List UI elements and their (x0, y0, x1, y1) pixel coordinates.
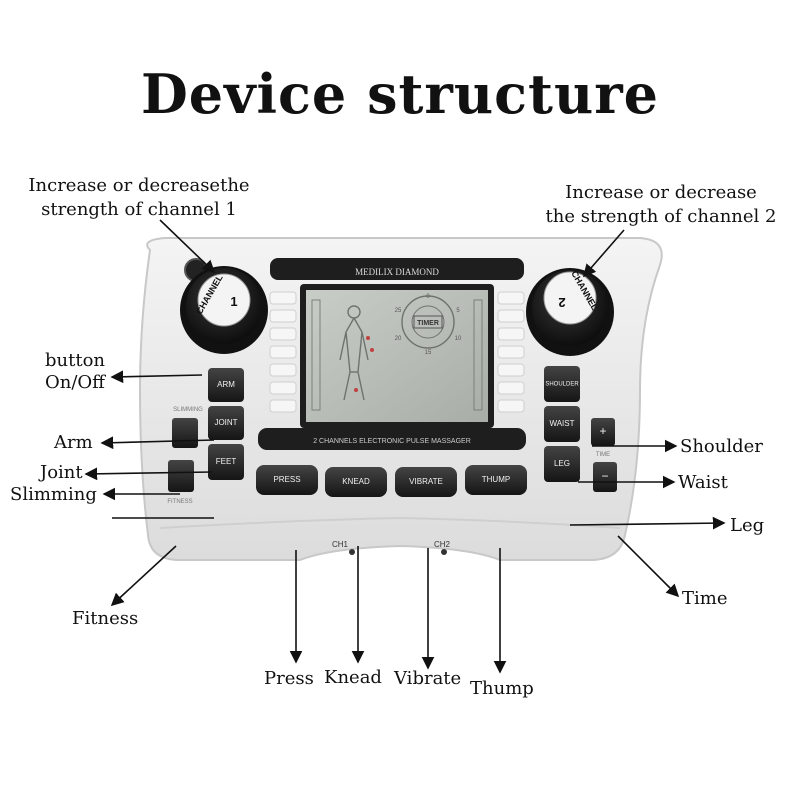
press-callout: Press (264, 668, 314, 689)
leg-button[interactable]: LEG (544, 446, 580, 482)
feet-button[interactable]: FEET (208, 444, 244, 480)
shoulder-button[interactable]: SHOULDER (544, 366, 580, 402)
channel-1-knob[interactable]: CHANNEL 1 (180, 266, 268, 354)
time-callout: Time (682, 588, 728, 609)
feet-button-label: FEET (216, 457, 237, 466)
thump-button-label: THUMP (482, 475, 510, 484)
channel-2-knob[interactable]: CHANNEL 2 (526, 268, 614, 356)
joint-button-label: JOINT (214, 418, 237, 427)
thump-callout: Thump (470, 678, 534, 699)
page-title: Device structure (140, 62, 660, 126)
vibrate-button[interactable]: VIBRATE (395, 467, 457, 497)
brand-name: MEDILIX DIAMOND (355, 267, 439, 277)
side-slots-left (269, 291, 297, 413)
shoulder-button-label: SHOULDER (545, 382, 579, 388)
fitness-caption: FITNESS (167, 499, 192, 505)
timer-tick: 10 (455, 336, 462, 342)
joint-callout: Joint (40, 462, 83, 483)
ch2-jack[interactable] (441, 549, 447, 555)
timer-dial: TIMER 0 5 10 15 20 25 (395, 294, 462, 356)
press-button[interactable]: PRESS (256, 465, 318, 495)
knob-2-number: 2 (558, 295, 565, 310)
onoff-callout-line2: On/Off (45, 372, 105, 393)
timer-tick: 5 (456, 308, 460, 314)
fitness-button[interactable] (168, 460, 194, 492)
knead-button-label: KNEAD (342, 477, 370, 486)
leg-button-label: LEG (554, 459, 570, 468)
leader-lines (84, 219, 726, 674)
leg-callout: Leg (730, 515, 765, 536)
arm-button-label: ARM (217, 380, 235, 389)
waist-button-label: WAIST (549, 419, 574, 428)
vibrate-callout: Vibrate (394, 668, 462, 689)
slimming-button[interactable] (172, 418, 198, 448)
thump-button[interactable]: THUMP (465, 465, 527, 495)
ch1-jack[interactable] (349, 549, 355, 555)
timer-tick: 25 (395, 308, 402, 314)
vibrate-button-label: VIBRATE (409, 477, 443, 486)
knob-1-number: 1 (230, 294, 237, 309)
timer-tick: 15 (425, 350, 432, 356)
ch2-callout-line2: the strength of channel 2 (545, 206, 777, 227)
lcd-screen (306, 290, 488, 422)
slimming-caption: SLIMMING (173, 407, 203, 413)
ch2-callout-line1: Increase or decrease (565, 182, 757, 203)
press-button-label: PRESS (273, 475, 300, 484)
arm-button[interactable]: ARM (208, 368, 244, 402)
brand-strip (270, 258, 524, 280)
arm-callout: Arm (54, 432, 93, 453)
ch1-callout-line1: Increase or decreasethe (28, 175, 250, 196)
onoff-callout-line1: button (44, 350, 105, 371)
time-plus-label: + (599, 424, 606, 438)
joint-button[interactable]: JOINT (208, 406, 244, 440)
shoulder-callout: Shoulder (680, 436, 763, 457)
timer-label: TIMER (417, 320, 439, 327)
time-plus-button[interactable]: + (591, 418, 615, 446)
timer-tick: 0 (426, 294, 430, 300)
body-figure-icon (339, 305, 369, 401)
ch1-jack-label: CH1 (332, 540, 349, 549)
knead-callout: Knead (324, 667, 382, 688)
fitness-callout: Fitness (72, 608, 139, 629)
subtitle-strip (258, 428, 526, 450)
waist-button[interactable]: WAIST (544, 406, 580, 442)
knead-button[interactable]: KNEAD (325, 467, 387, 497)
slimming-callout: Slimming (10, 484, 97, 505)
ch2-jack-label: CH2 (434, 540, 451, 549)
time-minus-label: − (601, 469, 608, 483)
device-subtitle: 2 CHANNELS ELECTRONIC PULSE MASSAGER (313, 438, 471, 445)
ch1-callout-line2: strength of channel 1 (41, 199, 237, 220)
timer-tick: 20 (395, 336, 402, 342)
time-minus-button[interactable]: − (593, 462, 617, 492)
side-slots-right (497, 291, 525, 413)
waist-callout: Waist (678, 472, 728, 493)
time-caption: TIME (596, 452, 610, 458)
